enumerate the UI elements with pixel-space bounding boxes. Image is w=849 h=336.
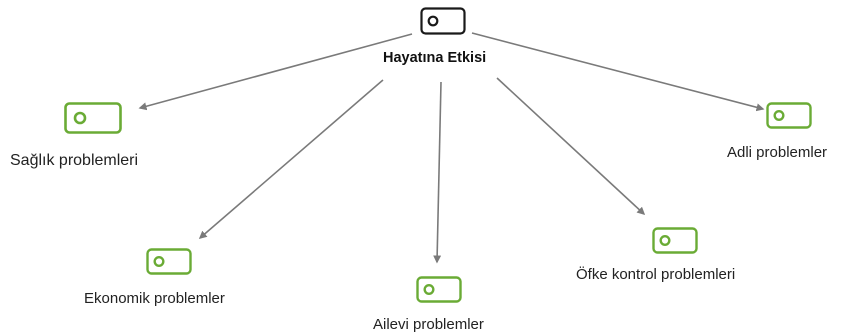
adli-code-tag-icon[interactable] [766,102,812,129]
ekonomik-node-label[interactable]: Ekonomik problemler [84,290,225,307]
ailevi-code-tag-icon[interactable] [416,276,462,303]
edge-to-adli [471,32,765,112]
saglik-code-tag-icon[interactable] [64,102,122,134]
ofke-code-tag-icon[interactable] [652,227,698,254]
adli-node-label[interactable]: Adli problemler [727,144,828,161]
ekonomik-code-tag-icon[interactable] [146,248,192,275]
edge-to-ekonomik [198,79,384,239]
saglik-node-label[interactable]: Sağlık problemleri [10,152,139,169]
ailevi-node-label[interactable]: Ailevi problemler [373,316,484,333]
root-node-label[interactable]: Hayatına Etkisi [383,50,487,66]
edge-to-ailevi [433,81,442,264]
root-code-tag-icon[interactable] [420,7,466,35]
edge-to-ofke [496,77,646,216]
edge-to-saglik [138,33,413,111]
ofke-node-label[interactable]: Öfke kontrol problemleri [576,266,736,283]
